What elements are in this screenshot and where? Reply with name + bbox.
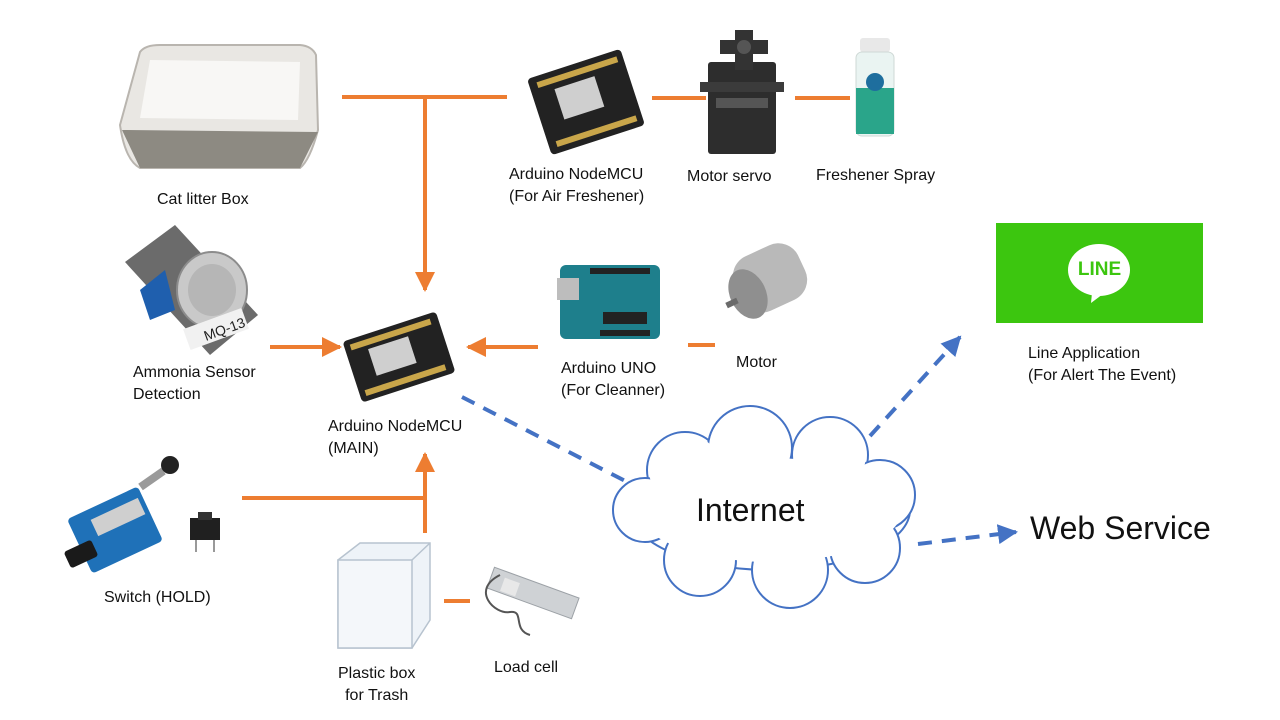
label-nodemcu-air-line2: (For Air Freshener) — [509, 188, 645, 205]
push-button-icon — [190, 512, 220, 552]
net-internet-to-line — [868, 335, 962, 438]
label-plastic-box: Plastic box for Trash — [338, 663, 415, 707]
litter-box-icon — [118, 44, 320, 169]
label-uno-line2: (For Cleanner) — [561, 382, 666, 399]
nodemcu-main-icon — [343, 312, 455, 402]
motor-icon — [725, 243, 808, 319]
label-line-app-line1: Line Application — [1028, 345, 1141, 362]
servo-icon — [700, 30, 784, 154]
label-nodemcu-main-line2: (MAIN) — [328, 440, 379, 457]
label-ammonia-line2: Detection — [133, 386, 201, 403]
label-line-app: Line Application (For Alert The Event) — [1028, 343, 1176, 387]
label-cat-litter-box: Cat litter Box — [157, 191, 249, 208]
nodemcu-air-icon — [528, 49, 644, 155]
plastic-box-icon — [337, 542, 431, 649]
wired-connectors — [242, 95, 850, 603]
net-internet-to-web — [917, 524, 1018, 546]
label-nodemcu-air-line1: Arduino NodeMCU — [509, 166, 644, 183]
line-logo-icon — [1068, 244, 1130, 303]
label-motor-servo: Motor servo — [687, 168, 772, 185]
label-nodemcu-main: Arduino NodeMCU (MAIN) — [328, 416, 462, 460]
arduino-uno-icon — [557, 265, 660, 339]
label-uno-line1: Arduino UNO — [561, 360, 657, 377]
label-web-service: Web Service — [1030, 510, 1211, 546]
line-app-card: LINE — [996, 223, 1203, 323]
label-ammonia-line1: Ammonia Sensor — [133, 364, 256, 381]
load-cell-icon — [485, 566, 580, 636]
label-plastic-box-line2: for Trash — [345, 687, 409, 704]
label-ammonia-sensor: Ammonia Sensor Detection — [133, 362, 256, 406]
ammonia-sensor-icon — [125, 225, 258, 355]
label-switch-hold: Switch (HOLD) — [104, 589, 211, 606]
label-nodemcu-main-line1: Arduino NodeMCU — [328, 418, 463, 435]
limit-switch-icon — [64, 456, 179, 573]
label-plastic-box-line1: Plastic box — [338, 665, 416, 682]
label-internet: Internet — [696, 492, 805, 528]
label-freshener-spray: Freshener Spray — [816, 167, 936, 184]
label-nodemcu-air: Arduino NodeMCU (For Air Freshener) — [509, 164, 644, 208]
label-load-cell: Load cell — [494, 659, 559, 676]
line-logo-text: LINE — [1077, 259, 1122, 280]
label-line-app-line2: (For Alert The Event) — [1028, 367, 1177, 384]
label-motor: Motor — [736, 354, 777, 371]
spray-can-icon — [855, 38, 895, 137]
label-arduino-uno: Arduino UNO (For Cleanner) — [561, 358, 665, 402]
